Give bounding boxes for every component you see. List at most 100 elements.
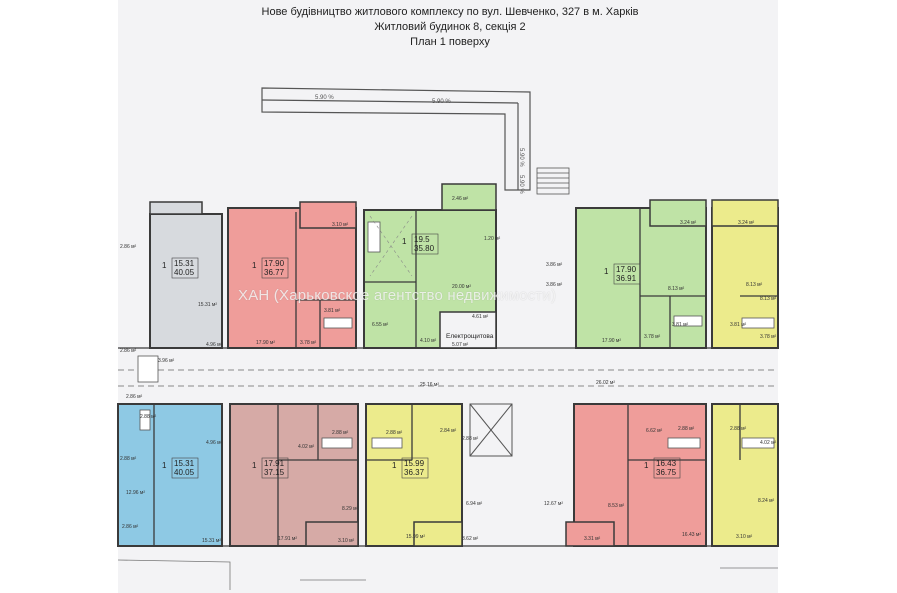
- plan-title-line-2: Житловий будинок 8, секція 2: [374, 21, 526, 33]
- apartment-number: 1: [644, 461, 649, 470]
- room-area-label: 2.88 м²: [730, 426, 747, 432]
- balcony-top-far-right: [711, 199, 779, 227]
- room-area-label: 8.24 м²: [758, 498, 775, 504]
- room-area-label: 6.55 м²: [372, 322, 389, 328]
- room-area-label: 6.62 м²: [646, 428, 663, 434]
- room-area-label: 2.88 м²: [386, 430, 403, 436]
- apartment-total-area: 36.37: [404, 468, 425, 477]
- apartment-number: 1: [604, 267, 609, 276]
- room-area-label: 17.91 м²: [278, 536, 297, 542]
- room-area-label: 5.07 м²: [452, 342, 469, 348]
- entrance-ramp: [261, 87, 531, 191]
- apartment-area-box: [653, 457, 681, 479]
- balcony-top-left: [149, 201, 203, 215]
- apartment-total-area: 40.05: [174, 468, 195, 477]
- room-area-label: 3.10 м²: [338, 538, 355, 544]
- room-area-label: 3.62 м²: [462, 536, 479, 542]
- apartment-living-area: 15.31: [174, 459, 195, 468]
- apartment-area-box: [171, 257, 199, 279]
- apartment-living-area: 19.5: [414, 235, 430, 244]
- watermark-text: ХАН (Харьковское агентство недвижимости): [238, 287, 557, 304]
- plan-title-line-3: План 1 поверху: [410, 36, 490, 48]
- apartment-living-area: 15.99: [404, 459, 425, 468]
- room-area-label: 3.86 м²: [546, 282, 563, 288]
- electrical-room: [439, 311, 497, 349]
- apartment-bottom-blue: [117, 403, 223, 547]
- entrance-stairs: [536, 167, 570, 195]
- room-area-label: 12.96 м²: [126, 490, 145, 496]
- room-area-label: 16.43 м²: [682, 532, 701, 538]
- apartment-living-area: 15.31: [174, 259, 195, 268]
- room-area-label: 4.10 м²: [420, 338, 437, 344]
- room-area-label: 3.86 м²: [546, 262, 563, 268]
- apartment-living-area: 16.43: [656, 459, 677, 468]
- apartment-number: 1: [162, 461, 167, 470]
- balcony-top-red: [299, 201, 357, 229]
- hatch-top-green: [369, 215, 413, 277]
- room-area-label: 12.67 м²: [544, 501, 563, 507]
- room-area-label: 2.88 м²: [462, 436, 479, 442]
- apartment-area-box: [411, 233, 439, 255]
- room-area-label: 1.20 м²: [484, 236, 501, 242]
- apartment-total-area: 36.77: [264, 268, 285, 277]
- apartment-area-box: [613, 263, 641, 285]
- room-area-label: 3.78 м²: [644, 334, 661, 340]
- ramp-slope-1: 5.90 %: [315, 95, 334, 101]
- apartment-total-area: 35.80: [414, 244, 435, 253]
- room-area-label: 2.46 м²: [452, 196, 469, 202]
- room-area-label: 2.88 м²: [140, 414, 157, 420]
- room-area-label: 2.86 м²: [120, 244, 137, 250]
- room-area-label: 4.96 м²: [206, 342, 223, 348]
- plan-title-line-1: Нове будівництво житлового комплексу по …: [261, 6, 639, 18]
- room-area-label: 2.86 м²: [126, 394, 143, 400]
- ramp-slope-2: 5.90 %: [432, 99, 451, 105]
- right-margin: [778, 0, 897, 593]
- room-area-label: 17.90 м²: [256, 340, 275, 346]
- room-area-label: 26.02 м²: [596, 380, 615, 386]
- room-area-label: 15.31 м²: [198, 302, 217, 308]
- apartment-total-area: 37.15: [264, 468, 285, 477]
- internal-walls-bottom: [118, 404, 778, 547]
- room-area-label: 3.10 м²: [332, 222, 349, 228]
- room-area-label: 2.86 м²: [120, 348, 137, 354]
- apartment-number: 1: [162, 261, 167, 270]
- balcony-bottom-red: [565, 521, 615, 547]
- room-area-label: 3.81 м²: [730, 322, 747, 328]
- apartment-area-box: [171, 457, 199, 479]
- corridor-axis-lines: [118, 369, 778, 387]
- left-margin: [0, 0, 118, 593]
- apartment-area-box: [261, 457, 289, 479]
- room-area-label: 20.00 м²: [452, 284, 471, 290]
- lift-shaft: [469, 403, 513, 457]
- room-area-label: 4.02 м²: [760, 440, 777, 446]
- room-area-label: 8.13 м²: [760, 296, 777, 302]
- room-area-label: 3.81 м²: [324, 308, 341, 314]
- electrical-room-label: Електрощитова: [446, 333, 494, 340]
- apartment-top-left-gray: [149, 213, 223, 349]
- ramp-slope-3: 5.90 %: [518, 148, 524, 167]
- balcony-bottom-mauve: [305, 521, 359, 547]
- room-area-label: 4.61 м²: [472, 314, 489, 320]
- ramp-slope-4: 5.90 %: [518, 175, 524, 194]
- room-area-label: 15.31 м²: [202, 538, 221, 544]
- apartment-total-area: 36.75: [656, 468, 677, 477]
- corridor-strip: [118, 350, 778, 402]
- room-area-label: 3.10 м²: [736, 534, 753, 540]
- apartment-bottom-red: [573, 403, 707, 547]
- apartment-living-area: 17.90: [264, 259, 285, 268]
- room-area-label: 3.78 м²: [300, 340, 317, 346]
- balcony-top-right-green: [649, 199, 707, 227]
- room-area-label: 4.96 м²: [206, 440, 223, 446]
- room-area-label: 2.88 м²: [678, 426, 695, 432]
- apartment-number: 1: [402, 237, 407, 246]
- apartment-total-area: 36.91: [616, 274, 637, 283]
- room-area-label: 3.81 м²: [672, 322, 689, 328]
- room-area-label: 3.24 м²: [738, 220, 755, 226]
- room-area-label: 6.94 м²: [466, 501, 483, 507]
- room-area-label: 8.29 м²: [342, 506, 359, 512]
- room-area-label: 8.53 м²: [608, 503, 625, 509]
- balcony-top-green: [441, 183, 497, 211]
- room-area-label: 17.90 м²: [602, 338, 621, 344]
- room-area-label: 15.99 м²: [406, 534, 425, 540]
